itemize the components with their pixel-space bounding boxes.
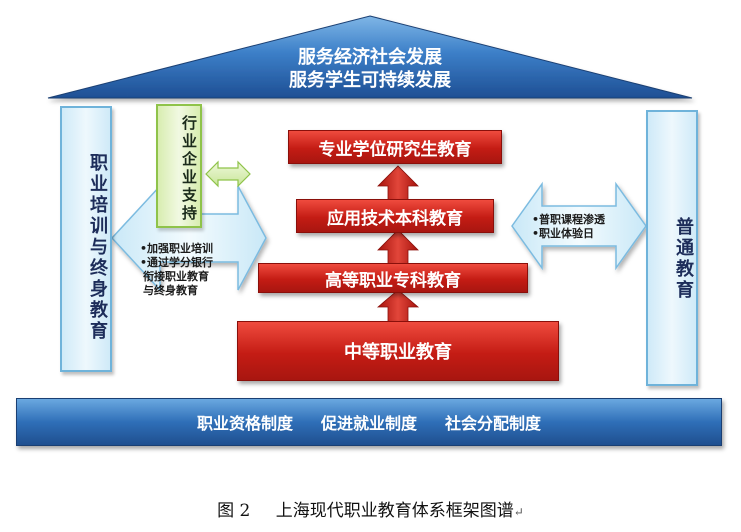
left-note-line: 衔接职业教育 <box>143 270 209 283</box>
figure-caption: 图 2 上海现代职业教育体系框架图谱↵ <box>0 496 741 521</box>
base-item-qualification: 职业资格制度 <box>196 414 293 433</box>
left-pillar-label: 职业培训与终身教育 <box>87 152 108 342</box>
base-item-employment: 促进就业制度 <box>320 414 417 433</box>
up-arrows <box>376 165 420 323</box>
caption-text: 上海现代职业教育体系框架图谱↵ <box>276 501 524 521</box>
roof-line2: 服务学生可持续发展 <box>289 69 452 91</box>
paragraph-mark-icon: ↵ <box>513 505 524 519</box>
left-note-line: 与终身教育 <box>143 284 198 297</box>
industry-double-arrow <box>205 160 251 188</box>
caption-number: 图 2 <box>217 501 251 521</box>
left-notes: •加强职业培训 •通过学分银行 衔接职业教育 与终身教育 <box>140 242 213 298</box>
industry-support-label: 行业企业支持 <box>180 115 198 223</box>
right-note-line: •普职课程渗透 <box>532 213 606 226</box>
tier-postgraduate-label: 专业学位研究生教育 <box>318 139 472 160</box>
left-pillar: 职业培训与终身教育 <box>60 106 112 372</box>
tier-applied-undergrad-label: 应用技术本科教育 <box>327 208 463 229</box>
tier-secondary-vocational: 中等职业教育 <box>237 321 559 381</box>
right-pillar-label: 普通教育 <box>673 217 694 301</box>
left-note-line: •通过学分银行 <box>140 256 214 269</box>
right-notes: •普职课程渗透 •职业体验日 <box>532 213 605 241</box>
up-arrow-3 <box>377 165 419 201</box>
tier-higher-vocational-label: 高等职业专科教育 <box>325 270 461 291</box>
tier-higher-vocational: 高等职业专科教育 <box>258 263 528 293</box>
right-pillar: 普通教育 <box>646 110 698 386</box>
base-bar: 职业资格制度 促进就业制度 社会分配制度 <box>16 398 722 446</box>
tier-secondary-vocational-label: 中等职业教育 <box>344 342 452 363</box>
roof: 服务经济社会发展 服务学生可持续发展 <box>47 15 693 99</box>
roof-triangle <box>47 15 693 99</box>
left-note-line: •加强职业培训 <box>140 242 214 255</box>
tier-postgraduate: 专业学位研究生教育 <box>288 130 502 164</box>
base-item-distribution: 社会分配制度 <box>445 414 542 433</box>
tier-applied-undergrad: 应用技术本科教育 <box>296 199 494 233</box>
up-arrow-2 <box>377 229 419 265</box>
right-note-line: •职业体验日 <box>532 227 595 240</box>
industry-support-box: 行业企业支持 <box>156 104 202 228</box>
roof-line1: 服务经济社会发展 <box>298 46 443 68</box>
caption-title: 上海现代职业教育体系框架图谱 <box>275 501 514 521</box>
up-arrow-1 <box>376 289 420 323</box>
